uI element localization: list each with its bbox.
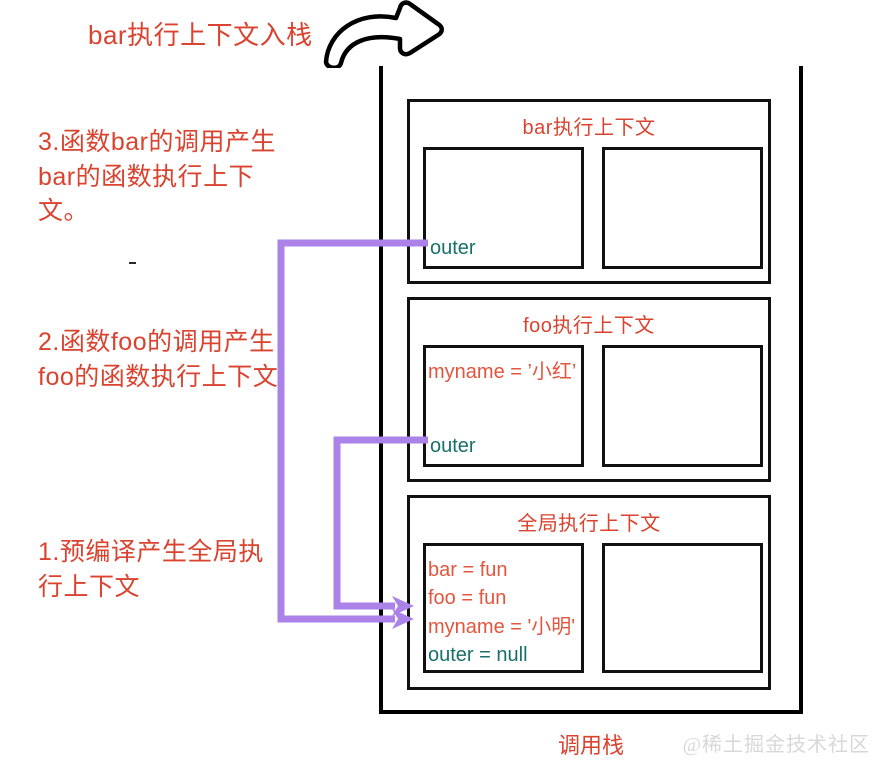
context-bar-secondary-slot	[602, 147, 763, 269]
context-bar-variable-slot: outer	[423, 147, 584, 269]
annotation-step-3: 3.函数bar的调用产生bar的函数执行上下文。	[38, 128, 276, 225]
context-foo-secondary-slot	[602, 345, 763, 467]
variable-row: outer = null	[428, 644, 528, 667]
context-box-global: 全局执行上下文 bar = fun foo = fun myname = '小明…	[407, 495, 771, 690]
callstack-right-rail	[799, 66, 803, 714]
context-title-foo: foo执行上下文	[523, 315, 655, 337]
context-bar-variable-list	[426, 150, 581, 160]
annotation-step-1: 1.预编译产生全局执行上下文	[38, 538, 264, 601]
variable-row: myname = '小明'	[428, 615, 576, 638]
variable-row: myname = ’小红’	[428, 361, 577, 383]
stray-mark	[129, 262, 136, 264]
annotation-title: bar执行上下文入栈	[88, 20, 313, 50]
context-foo-variable-list: myname = ’小红’	[426, 348, 581, 386]
callstack-bottom-rail	[379, 710, 803, 714]
variable-row: foo = fun	[428, 587, 507, 610]
context-title-bar: bar执行上下文	[522, 117, 656, 139]
variable-row: bar = fun	[428, 559, 508, 581]
context-global-variable-slot: bar = fun foo = fun myname = '小明' outer …	[423, 543, 584, 673]
scope-link-bar-to-global	[277, 239, 425, 623]
context-title-global: 全局执行上下文	[517, 513, 661, 535]
callstack-label: 调用栈	[557, 733, 624, 758]
callstack-left-rail	[379, 66, 383, 714]
context-box-bar: bar执行上下文 outer	[407, 99, 771, 284]
annotation-step-2: 2.函数foo的调用产生foo的函数执行上下文	[38, 328, 279, 391]
watermark: @稀土掘金技术社区	[682, 734, 870, 756]
context-foo-outer-label: outer	[430, 435, 476, 457]
context-foo-variable-slot: myname = ’小红’ outer	[423, 345, 584, 467]
context-global-variable-list: bar = fun foo = fun myname = '小明' outer …	[426, 546, 581, 670]
context-bar-outer-label: outer	[430, 237, 476, 259]
context-box-foo: foo执行上下文 myname = ’小红’ outer	[407, 297, 771, 482]
curved-right-arrow-icon	[323, 0, 444, 68]
context-global-secondary-slot	[602, 543, 763, 673]
